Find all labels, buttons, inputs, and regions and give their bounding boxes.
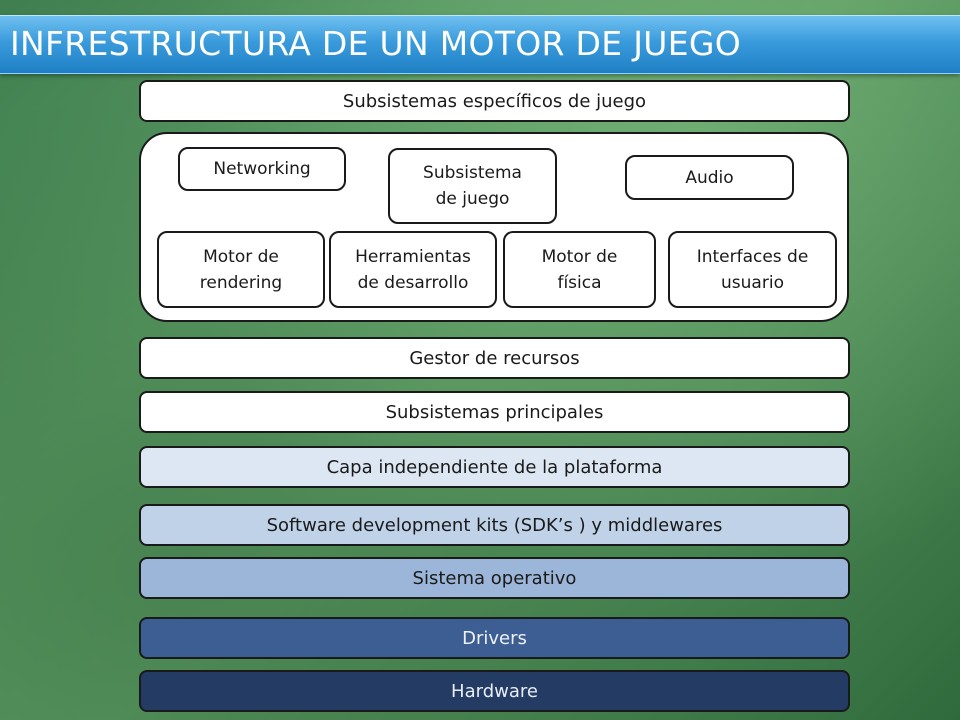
box-audio-label: Audio	[685, 167, 734, 188]
layer-drivers: Drivers	[139, 617, 850, 659]
layer-gestor-de-recursos: Gestor de recursos	[139, 337, 850, 379]
layer-capa-independiente: Capa independiente de la plataforma	[139, 446, 850, 488]
layer-sistema-operativo: Sistema operativo	[139, 557, 850, 599]
box-networking: Networking	[178, 147, 346, 191]
layer-sdk-middlewares: Software development kits (SDK’s ) y mid…	[139, 504, 850, 546]
title-banner: INFRESTRUCTURA DE UN MOTOR DE JUEGO	[0, 15, 960, 74]
layer-subsistemas-principales: Subsistemas principales	[139, 391, 850, 433]
layer-hardware: Hardware	[139, 670, 850, 712]
box-audio: Audio	[625, 155, 794, 200]
layer-subsistemas-especificos: Subsistemas específicos de juego	[139, 80, 850, 122]
box-networking-label: Networking	[213, 159, 311, 179]
slide-title: INFRESTRUCTURA DE UN MOTOR DE JUEGO	[10, 24, 741, 63]
